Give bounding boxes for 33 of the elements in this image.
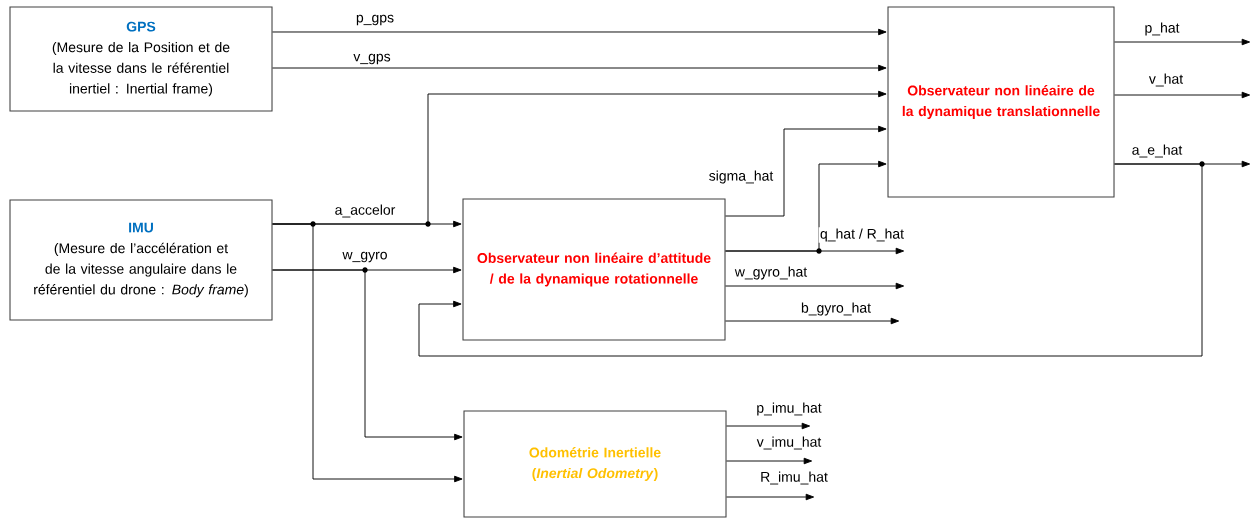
arrow [725, 282, 905, 290]
arrow [725, 125, 887, 217]
arrow [726, 457, 813, 465]
edge-label: p_hat [1143, 21, 1181, 37]
arrow [272, 223, 463, 483]
edge-label: w_gyro [341, 250, 389, 264]
edge-label: v_hat [1147, 72, 1185, 88]
arrow [272, 28, 887, 36]
edge-label: a_accelor [333, 203, 397, 219]
edge-label: w_gyro_hat [733, 265, 809, 281]
arrow [726, 422, 811, 430]
edge-label: v_imu_hat [755, 435, 823, 451]
arrow [272, 64, 887, 72]
arrow [1114, 91, 1251, 99]
arrow [1114, 38, 1251, 46]
sensor-box: IMU (Mesure de l’accélération et de la vitesse angulaire dans le référentiel du drone : Body frame) [9, 199, 273, 321]
observer-box: Observateur non linéaire d’attitude / de la dynamique rotationnelle [462, 198, 726, 341]
edge-label: q_hat / R_hat [818, 227, 906, 243]
edge-label: R_imu_hat [758, 470, 830, 486]
edge-label: sigma_hat [707, 169, 775, 185]
odometry-box: Odométrie Inertielle (Inertial Odometry) [463, 410, 727, 518]
edge-label: b_gyro_hat [799, 301, 873, 317]
edge-label: p_imu_hat [755, 401, 824, 417]
arrow [272, 269, 463, 441]
edge-label: p_gps [354, 13, 396, 27]
observer-box: Observateur non linéaire de la dynamique translationnelle [887, 6, 1115, 198]
arrow [725, 160, 887, 252]
sensor-box: GPS (Mesure de la Position et de la vitesse dans le référentiel inertiel : Inertial frame) [9, 6, 273, 112]
edge-label: a_e_hat [1130, 143, 1184, 159]
arrow [725, 317, 900, 325]
arrow [726, 493, 815, 501]
edge-label: v_gps [352, 52, 392, 66]
arrow [418, 163, 1203, 357]
